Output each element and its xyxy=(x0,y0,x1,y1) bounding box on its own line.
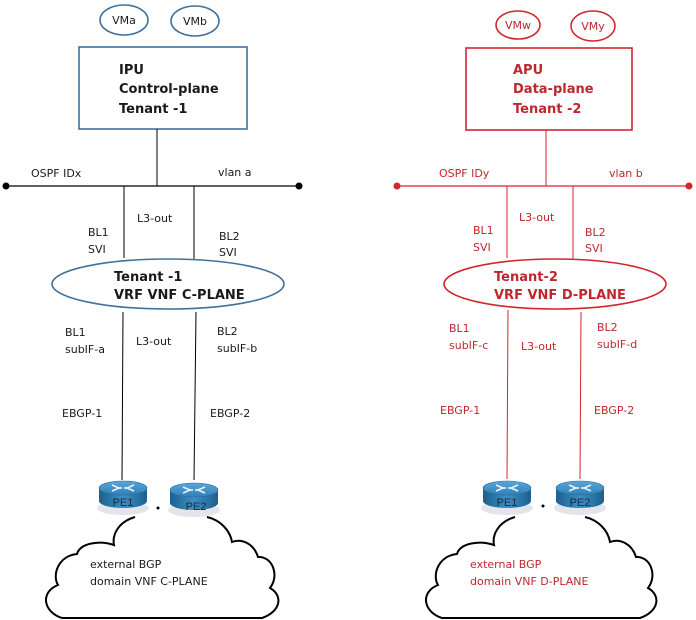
subif-b-label: subIF-b xyxy=(217,342,257,355)
bus-endpoint-left xyxy=(2,182,10,190)
left-tenant-diagram: VMa VMb IPU Control-plane Tenant -1 OSPF… xyxy=(2,4,303,619)
cloud-icon-right xyxy=(425,516,658,619)
ipu-box xyxy=(78,46,248,130)
subif-c-label: subIF-c xyxy=(449,339,488,352)
ipu-box-line3: Tenant -1 xyxy=(119,102,187,117)
pe2-label-left: PE2 xyxy=(186,501,207,513)
vlan-label-left: vlan a xyxy=(218,166,252,179)
subif-d-label: subIF-d xyxy=(597,338,637,351)
l3out-lower-right: L3-out xyxy=(521,340,557,353)
vm-node-a xyxy=(99,4,149,36)
vlan-label-right: vlan b xyxy=(609,167,643,180)
bus-endpoint-right xyxy=(295,182,303,190)
bl2-label-upper-right: BL2 xyxy=(585,226,606,239)
pe2-label-right: PE2 xyxy=(570,497,591,509)
cloud-label-right-1: external BGP xyxy=(470,558,542,571)
ebgp1-label-left: EBGP-1 xyxy=(62,407,102,420)
ebgp1-label-right: EBGP-1 xyxy=(440,404,480,417)
svi-label-upper-right-1: SVI xyxy=(473,241,491,254)
right-tenant-diagram: VMw VMy APU Data-plane Tenant -2 OSPF ID… xyxy=(393,10,693,619)
apu-box-line2: Data-plane xyxy=(513,82,594,97)
vrf-ellipse-right xyxy=(443,258,667,310)
bus-endpoint-left-r xyxy=(393,182,401,190)
vm-label-b: VMb xyxy=(183,15,207,28)
vm-label-a: VMa xyxy=(112,14,136,27)
bus-endpoint-right-r xyxy=(685,182,693,190)
cloud-icon-left xyxy=(45,516,280,619)
cloud-label-left-1: external BGP xyxy=(90,558,162,571)
ospf-label-right: OSPF IDy xyxy=(439,167,490,180)
vm-label-w: VMw xyxy=(505,19,531,32)
cloud-label-right-2: domain VNF D-PLANE xyxy=(470,575,588,588)
bl1-label-upper-left: BL1 xyxy=(88,226,109,239)
svi-label-upper-left-2: SVI xyxy=(219,246,237,259)
bl2-label-lower-left: BL2 xyxy=(217,325,238,338)
pe1-label-right: PE1 xyxy=(497,497,518,509)
vrf-label-left-1: Tenant -1 xyxy=(114,270,182,285)
vrf-label-left-2: VRF VNF C-PLANE xyxy=(114,288,245,303)
vrf-ellipse-left xyxy=(51,258,285,310)
pe1-label-left: PE1 xyxy=(113,497,134,509)
vrf-label-right-2: VRF VNF D-PLANE xyxy=(494,288,626,303)
apu-box xyxy=(465,47,633,131)
vm-node-b xyxy=(170,5,220,37)
bl1-label-lower-left: BL1 xyxy=(65,326,86,339)
vm-node-w xyxy=(495,10,541,40)
bl1-label-upper-right: BL1 xyxy=(473,224,494,237)
svi-label-upper-right-2: SVI xyxy=(585,242,603,255)
l3out-upper-right: L3-out xyxy=(519,211,555,224)
vm-label-y: VMy xyxy=(581,20,605,33)
bl2-label-lower-right: BL2 xyxy=(597,321,618,334)
bl1-label-lower-right: BL1 xyxy=(449,322,470,335)
bl2-label-upper-left: BL2 xyxy=(219,230,240,243)
l3out-lower-left: L3-out xyxy=(136,335,172,348)
apu-box-line3: Tenant -2 xyxy=(513,102,581,117)
subif-a-label: subIF-a xyxy=(65,343,105,356)
svi-label-upper-left-1: SVI xyxy=(88,243,106,256)
vm-node-y xyxy=(570,10,616,42)
cloud-label-left-2: domain VNF C-PLANE xyxy=(90,575,208,588)
ebgp2-label-left: EBGP-2 xyxy=(210,407,250,420)
ebgp2-label-right: EBGP-2 xyxy=(594,404,634,417)
vrf-label-right-1: Tenant-2 xyxy=(494,270,558,285)
ipu-box-line2: Control-plane xyxy=(119,82,219,97)
ospf-label-left: OSPF IDx xyxy=(31,167,82,180)
ipu-box-line1: IPU xyxy=(119,63,144,78)
apu-box-line1: APU xyxy=(513,63,543,78)
l3out-upper-left: L3-out xyxy=(137,212,173,225)
